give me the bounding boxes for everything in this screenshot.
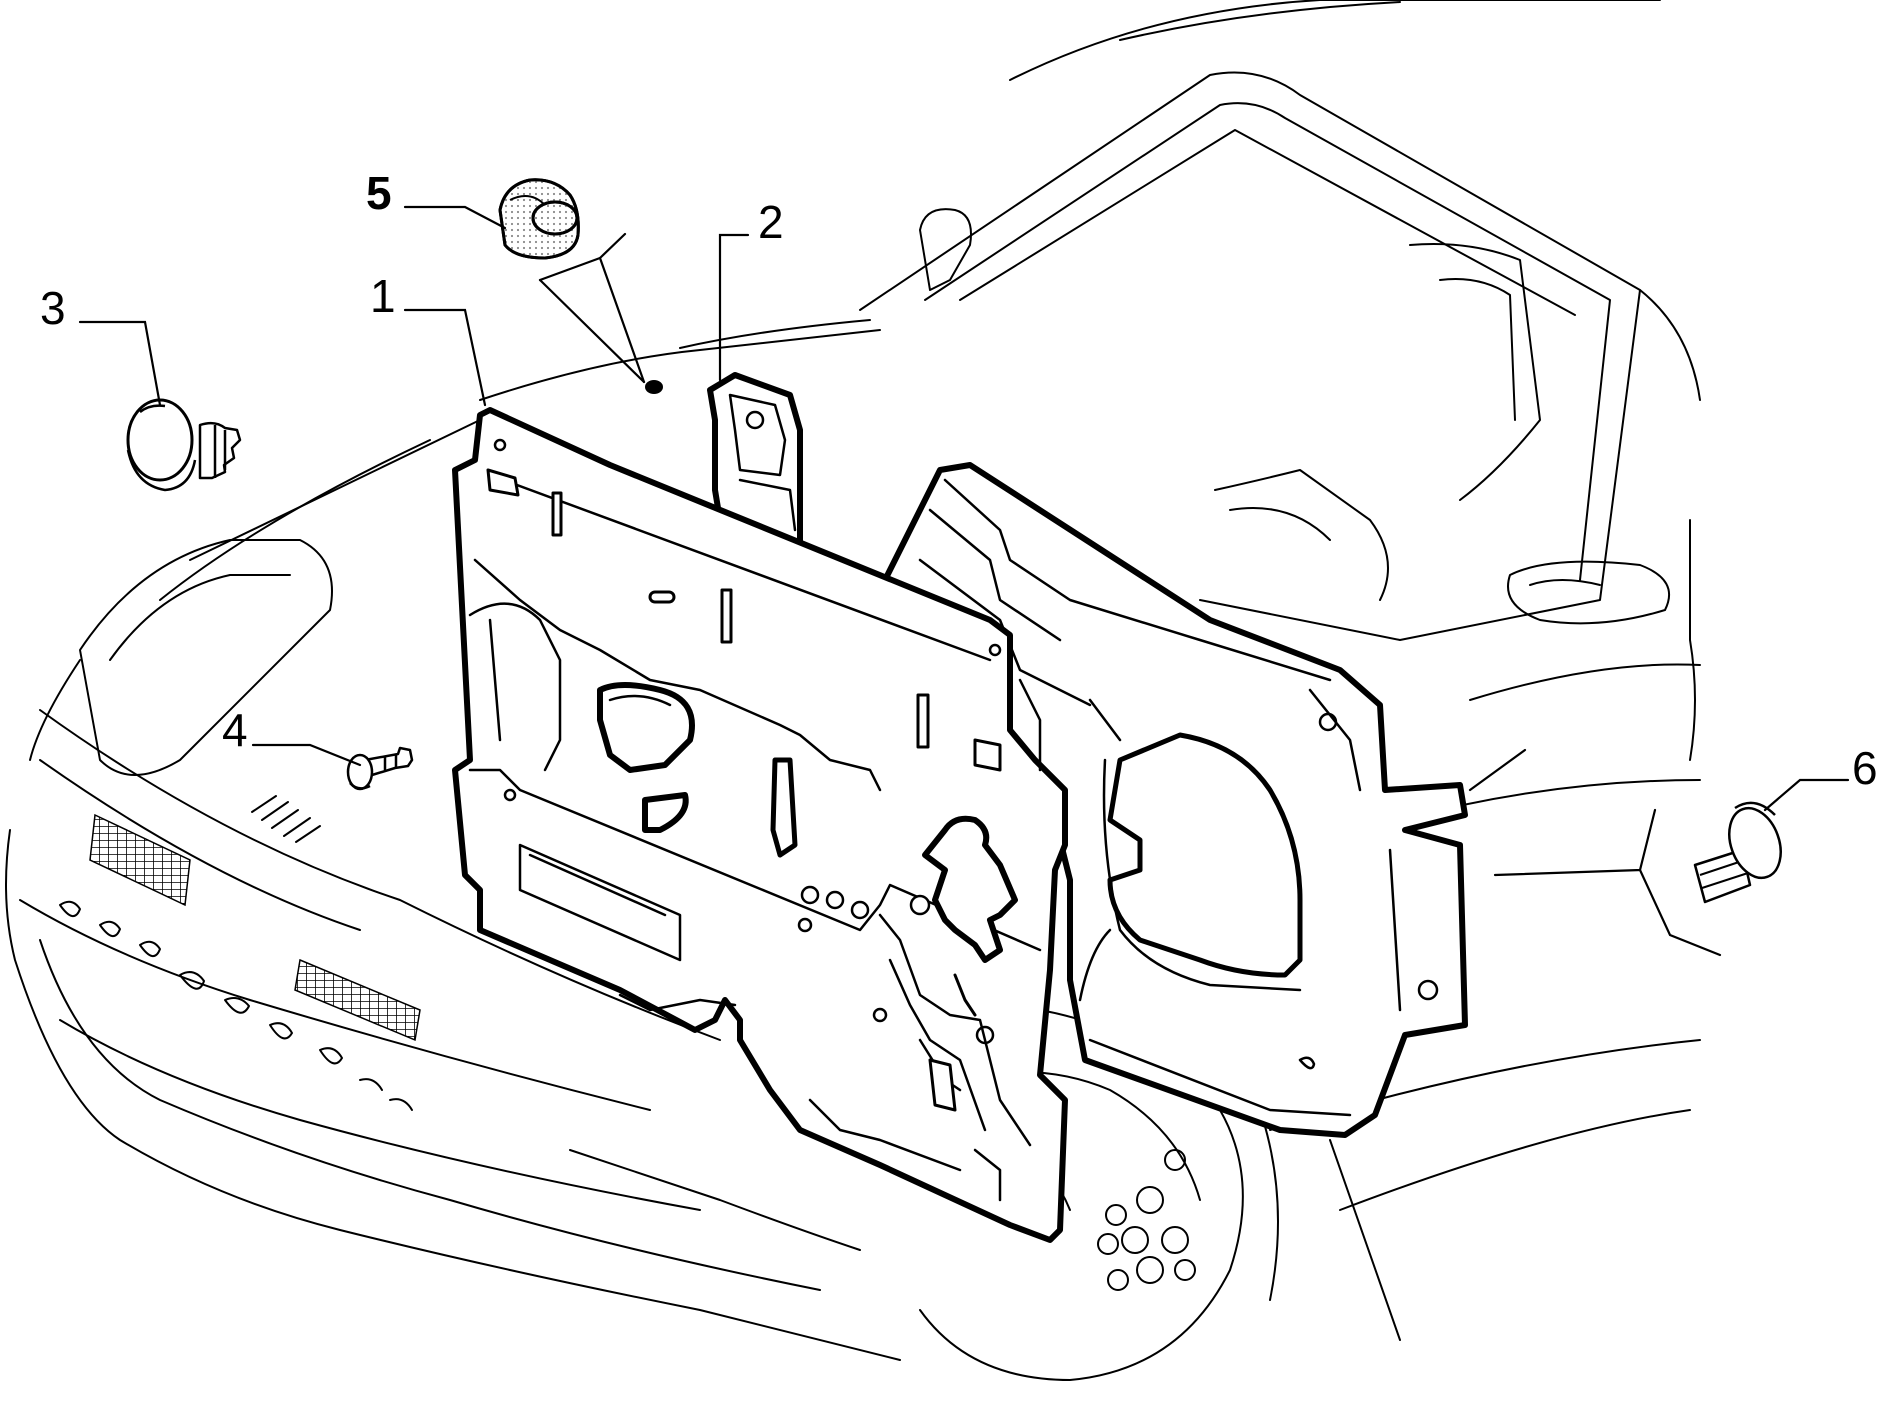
part-6-bolt (1693, 801, 1782, 904)
leader-lines (78, 205, 1850, 957)
callout-6: 6 (1852, 742, 1878, 794)
part-3-clip (126, 398, 242, 492)
grille-hatch (89, 813, 421, 1042)
mounting-point-marker (645, 380, 663, 394)
car-body-outline (5, 0, 1701, 1381)
callout-1: 1 (370, 270, 396, 322)
callout-2: 2 (758, 196, 784, 248)
part-4-clip (346, 746, 414, 791)
part-1-panel (452, 407, 1068, 1243)
part-5-grommet (498, 178, 580, 260)
callout-3: 3 (40, 282, 66, 334)
callout-5: 5 (366, 167, 392, 219)
callout-4: 4 (222, 704, 248, 756)
